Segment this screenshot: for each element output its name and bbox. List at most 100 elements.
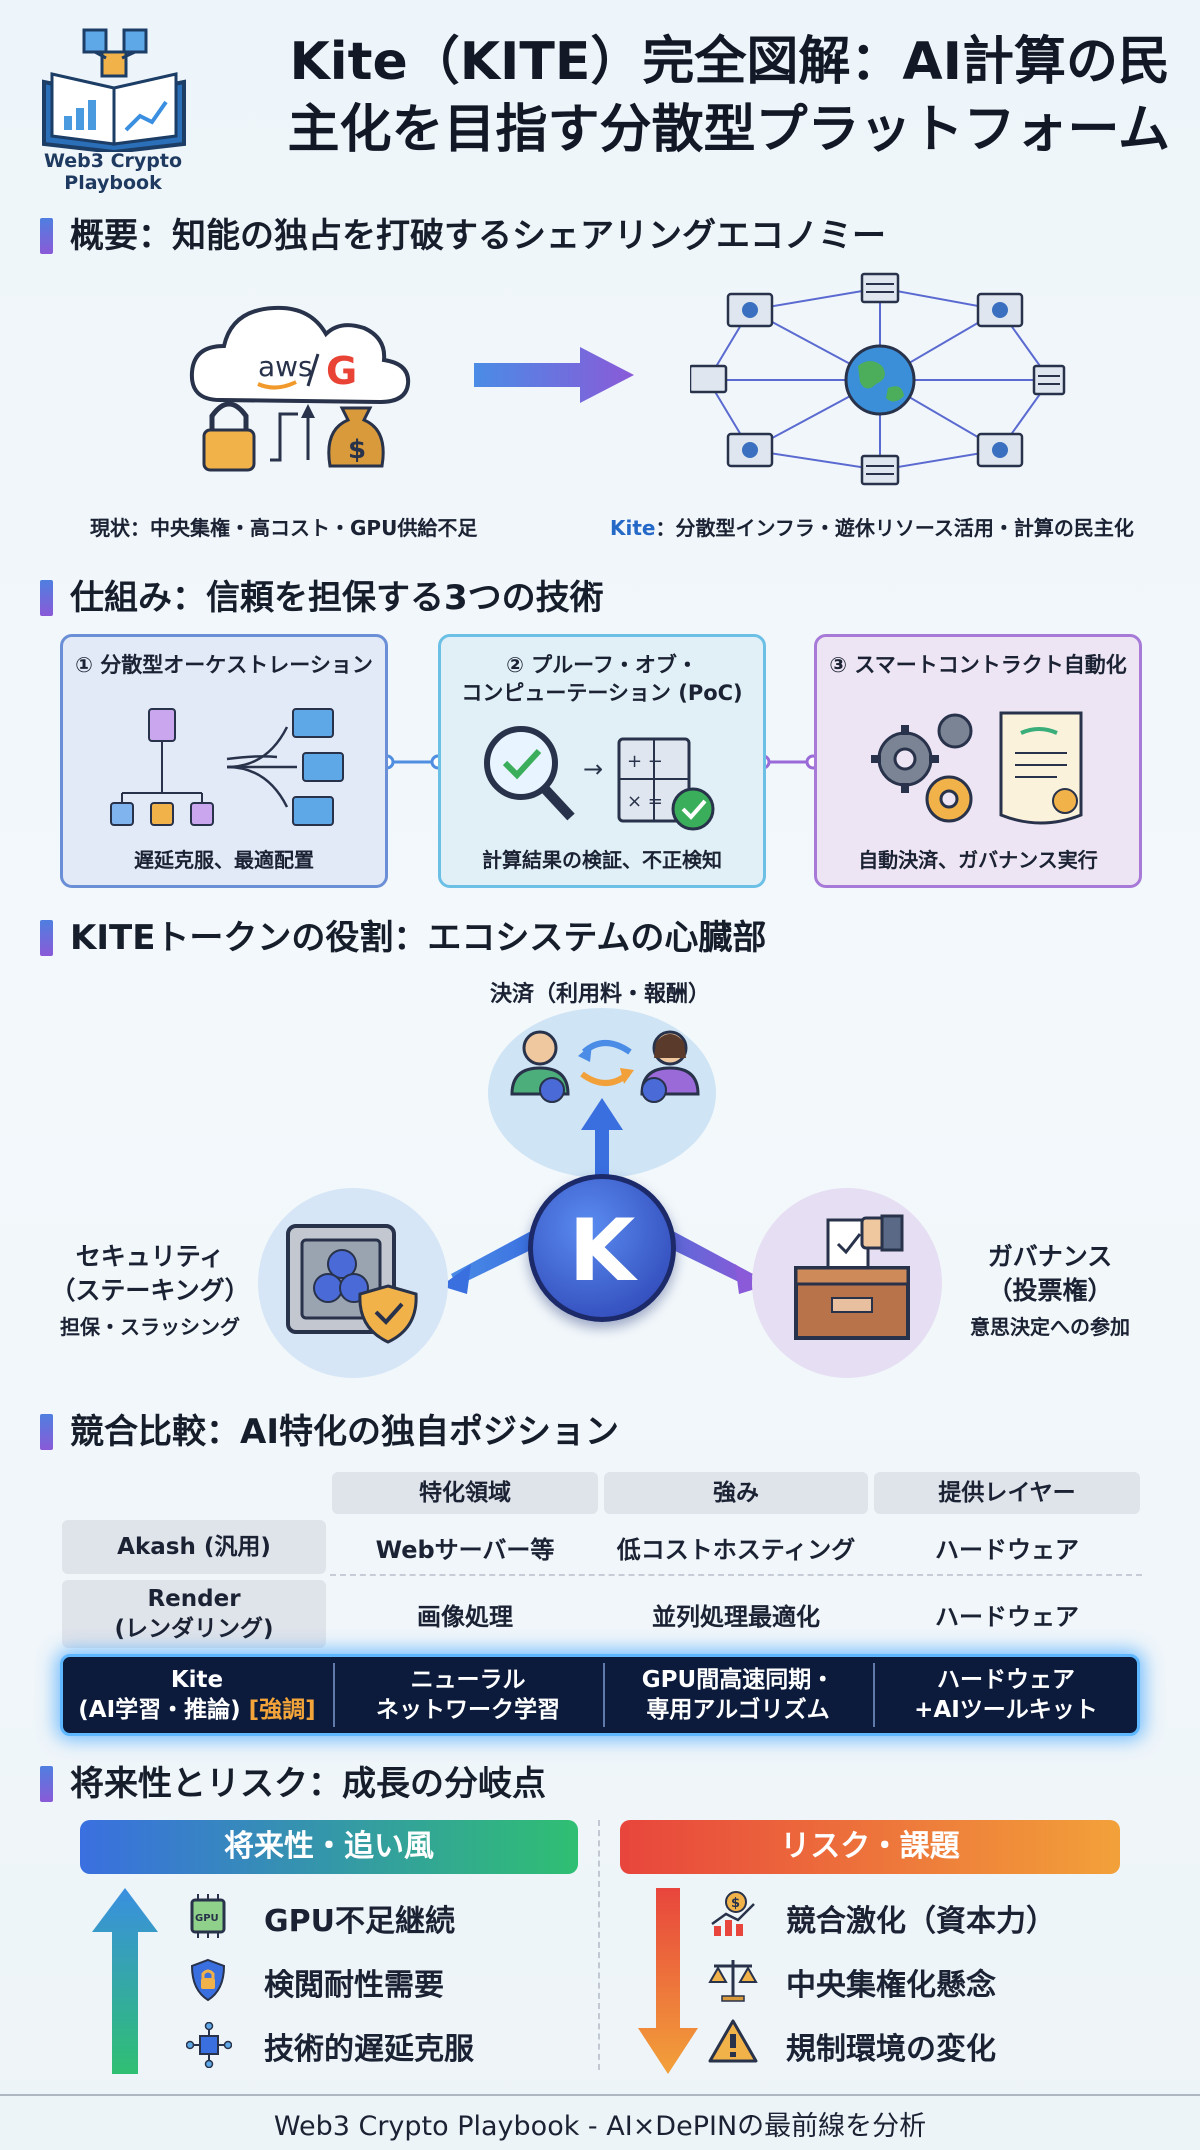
governance-label-line-2: （投票権） bbox=[987, 1276, 1113, 1305]
centralized-cloud-graphic: aws G $ bbox=[180, 280, 420, 490]
verification-magnifier-icon: → + − × = bbox=[475, 717, 735, 837]
section-title-future: 将来性とリスク：成長の分岐点 bbox=[40, 1762, 1140, 1806]
page-title-line-1: Kite（KITE）完全図解：AI計算の民 bbox=[289, 32, 1170, 92]
ballot-box-icon bbox=[788, 1214, 918, 1346]
table-header-specialization: 特化領域 bbox=[332, 1472, 598, 1514]
governance-label: ガバナンス （投票権） 意思決定への参加 bbox=[940, 1240, 1160, 1344]
card-poc-title-line-1: ② プルーフ・オブ・ bbox=[506, 653, 698, 677]
svg-text:→: → bbox=[583, 755, 603, 783]
footer-text: Web3 Crypto Playbook - AI×DePINの最前線を分析 bbox=[273, 2111, 927, 2142]
svg-text:+ −: + − bbox=[627, 751, 663, 772]
table-row-kite-highlight: Kite (AI学習・推論) [強調] ニューラル ネットワーク学習 GPU間高… bbox=[60, 1654, 1140, 1736]
card-poc-caption: 計算結果の検証、不正検知 bbox=[482, 848, 722, 872]
governance-sub-label: 意思決定への参加 bbox=[970, 1315, 1130, 1339]
transition-arrow-icon bbox=[470, 345, 640, 405]
card-poc-title-line-2: コンピューテーション (PoC) bbox=[461, 681, 743, 705]
cell-akash-specialization: Webサーバー等 bbox=[375, 1535, 555, 1564]
kite-row-divider bbox=[603, 1663, 605, 1727]
balance-scale-icon bbox=[708, 1954, 758, 2002]
safe-shield-icon bbox=[280, 1218, 430, 1348]
security-label: セキュリティ （ステーキング） 担保・スラッシング bbox=[40, 1240, 260, 1344]
cell-kite-strength-line-2: 専用アルゴリズム bbox=[646, 1697, 830, 1723]
tailwind-item-2: 検閲耐性需要 bbox=[264, 1968, 444, 2003]
cell-akash-strength: 低コストホスティング bbox=[616, 1535, 856, 1564]
row-name-kite: Kite (AI学習・推論) [強調] bbox=[63, 1657, 331, 1733]
cell-akash-layer: ハードウェア bbox=[935, 1535, 1079, 1564]
section-title-mechanism: 仕組み：信頼を担保する3つの技術 bbox=[40, 576, 1140, 620]
cell-kite-layer-line-1: ハードウェア bbox=[937, 1667, 1075, 1693]
down-trend-arrow-icon bbox=[638, 1888, 698, 2074]
card-smart-contract: ③ スマートコントラクト自動化 自動決済、ガバナンス実行 bbox=[814, 634, 1142, 888]
cell-kite-specialization-line-1: ニューラル bbox=[410, 1667, 526, 1693]
rising-cost-chart-icon: $ bbox=[708, 1890, 758, 1938]
svg-text:$: $ bbox=[348, 435, 366, 465]
row-name-render: Render (レンダリング) bbox=[62, 1580, 326, 1648]
section-title-token: KITEトークンの役割：エコシステムの心臓部 bbox=[40, 916, 1140, 960]
current-state-caption: 現状：中央集権・高コスト・GPU供給不足 bbox=[90, 516, 478, 540]
row-name-akash: Akash (汎用) bbox=[62, 1520, 326, 1574]
payment-exchange-icon bbox=[500, 1012, 710, 1122]
kite-row-divider bbox=[873, 1663, 875, 1727]
risk-item-1: 競合激化（資本力） bbox=[786, 1904, 1056, 1939]
kite-token-letter: K bbox=[568, 1201, 636, 1301]
aws-logo-text: aws bbox=[258, 350, 313, 383]
row-name-render-line-1: Render bbox=[147, 1586, 241, 1612]
cell-kite-strength: GPU間高速同期・ 専用アルゴリズム bbox=[605, 1657, 871, 1733]
table-row-akash bbox=[330, 1520, 1142, 1576]
emphasis-badge: [強調] bbox=[248, 1697, 316, 1723]
governance-label-line-1: ガバナンス bbox=[987, 1242, 1113, 1271]
logo-text: Web3 Crypto Playbook bbox=[43, 150, 183, 194]
kite-brand-label: Kite bbox=[610, 516, 656, 540]
kite-row-divider bbox=[333, 1663, 335, 1727]
card-proof-of-computation: ② プルーフ・オブ・ コンピューテーション (PoC) → + − × = 計算… bbox=[438, 634, 766, 888]
cell-kite-specialization-line-2: ネットワーク学習 bbox=[376, 1697, 560, 1723]
card-orchestration-title: ① 分散型オーケストレーション bbox=[75, 653, 373, 677]
kite-state-text: ：分散型インフラ・遊休リソース活用・計算の民主化 bbox=[655, 516, 1134, 540]
footer-divider bbox=[0, 2094, 1200, 2096]
row-name-render-line-2: (レンダリング) bbox=[114, 1616, 274, 1642]
card-smart-contract-title: ③ スマートコントラクト自動化 bbox=[829, 653, 1127, 677]
kite-token-icon: K bbox=[528, 1174, 676, 1322]
gears-contract-icon bbox=[861, 703, 1101, 837]
future-divider bbox=[598, 1820, 600, 2070]
gpu-chip-text: GPU bbox=[195, 1913, 219, 1924]
cell-render-layer: ハードウェア bbox=[935, 1602, 1079, 1631]
payment-label: 決済（利用料・報酬） bbox=[489, 982, 710, 1007]
decentralized-network-graphic bbox=[688, 270, 1070, 500]
google-logo-text: G bbox=[326, 349, 357, 393]
risk-header: リスク・課題 bbox=[620, 1820, 1120, 1874]
tailwind-header: 将来性・追い風 bbox=[80, 1820, 578, 1874]
row-name-kite-line-2: (AI学習・推論) bbox=[78, 1697, 249, 1723]
cell-kite-layer: ハードウェア +AIツールキット bbox=[875, 1657, 1137, 1733]
security-label-line-2: （ステーキング） bbox=[50, 1276, 250, 1305]
security-sub-label: 担保・スラッシング bbox=[60, 1315, 240, 1339]
section-title-overview: 概要：知能の独占を打破するシェアリングエコノミー bbox=[40, 214, 1140, 258]
svg-text:× =: × = bbox=[627, 791, 663, 812]
table-header-strength: 強み bbox=[604, 1472, 868, 1514]
warning-icon bbox=[708, 2018, 758, 2064]
risk-item-3: 規制環境の変化 bbox=[786, 2032, 996, 2067]
page-title-line-2: 主化を目指す分散型プラットフォーム bbox=[287, 100, 1170, 160]
cell-kite-layer-line-2: +AIツールキット bbox=[914, 1697, 1098, 1723]
security-label-line-1: セキュリティ bbox=[75, 1242, 225, 1271]
card-poc-title: ② プルーフ・オブ・ コンピューテーション (PoC) bbox=[441, 651, 763, 707]
table-header-layer: 提供レイヤー bbox=[874, 1472, 1140, 1514]
row-name-kite-line-1: Kite bbox=[170, 1667, 224, 1693]
cell-render-specialization: 画像処理 bbox=[417, 1602, 513, 1631]
svg-text:$: $ bbox=[731, 1896, 740, 1911]
tailwind-item-1: GPU不足継続 bbox=[264, 1904, 455, 1939]
section-title-comparison: 競合比較：AI特化の独自ポジション bbox=[40, 1410, 1140, 1454]
card-orchestration: ① 分散型オーケストレーション 遅延克服、最適配置 bbox=[60, 634, 388, 888]
gpu-chip-icon: GPU bbox=[186, 1894, 230, 1938]
cell-kite-specialization: ニューラル ネットワーク学習 bbox=[335, 1657, 601, 1733]
card-orchestration-caption: 遅延克服、最適配置 bbox=[134, 848, 314, 872]
up-trend-arrow-icon bbox=[90, 1888, 160, 2074]
book-logo-icon bbox=[14, 12, 214, 180]
cell-render-strength: 並列処理最適化 bbox=[652, 1602, 820, 1631]
shield-lock-icon bbox=[190, 1958, 226, 2002]
network-node-icon bbox=[185, 2021, 233, 2069]
page-title: Kite（KITE）完全図解：AI計算の民 主化を目指す分散型プラットフォーム bbox=[250, 28, 1170, 164]
card-smart-contract-caption: 自動決済、ガバナンス実行 bbox=[858, 848, 1098, 872]
cell-kite-strength-line-1: GPU間高速同期・ bbox=[641, 1667, 835, 1693]
kite-state-caption: Kite：分散型インフラ・遊休リソース活用・計算の民主化 bbox=[610, 512, 1170, 541]
